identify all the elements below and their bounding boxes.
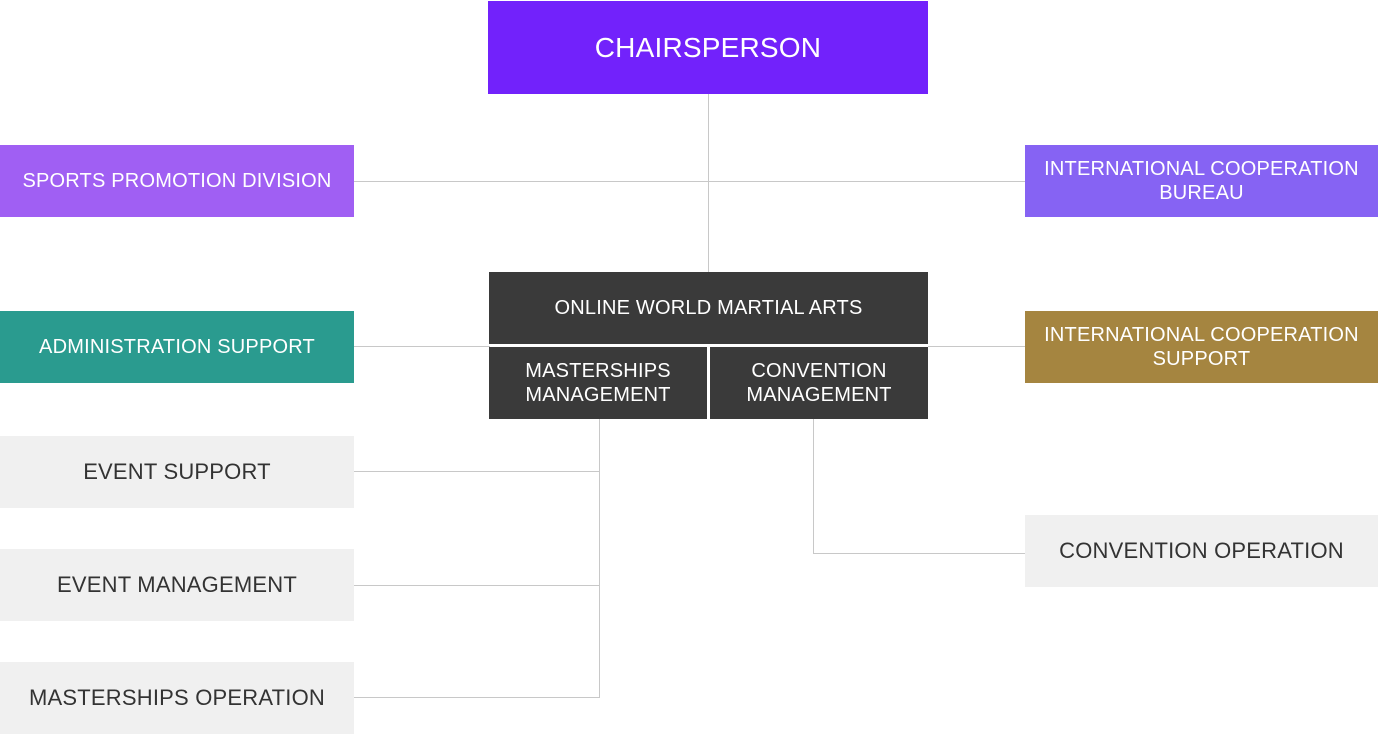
masterships-operation-label: MASTERSHIPS OPERATION — [29, 685, 325, 710]
chairperson-box: CHAIRSPERSON — [488, 1, 928, 94]
connector-event-management — [353, 585, 600, 586]
event-management-box: EVENT MANAGEMENT — [0, 549, 354, 621]
sports-promotion-division-box: SPORTS PROMOTION DIVISION — [0, 145, 354, 217]
international-cooperation-support-box: INTERNATIONAL COOPERATION SUPPORT — [1025, 311, 1378, 383]
connector-convention-trunk — [813, 418, 814, 554]
connector-support-right — [928, 346, 1026, 347]
chairperson-label: CHAIRSPERSON — [594, 31, 822, 63]
connector-masterships-trunk — [599, 418, 600, 698]
connector-admin-left — [353, 346, 490, 347]
connector-event-support — [353, 471, 600, 472]
convention-management-box: CONVENTION MANAGEMENT — [710, 347, 928, 419]
convention-management-label: CONVENTION MANAGEMENT — [746, 360, 892, 406]
connector-convention-operation — [813, 553, 1026, 554]
international-cooperation-bureau-label: INTERNATIONAL COOPERATION BUREAU — [1044, 158, 1359, 204]
event-support-label: EVENT SUPPORT — [83, 459, 271, 484]
masterships-management-label: MASTERSHIPS MANAGEMENT — [525, 360, 671, 406]
administration-support-box: ADMINISTRATION SUPPORT — [0, 311, 354, 383]
online-world-martial-arts-box: ONLINE WORLD MARTIAL ARTS — [489, 272, 928, 344]
sports-promotion-division-label: SPORTS PROMOTION DIVISION — [22, 169, 332, 192]
event-support-box: EVENT SUPPORT — [0, 436, 354, 508]
administration-support-label: ADMINISTRATION SUPPORT — [39, 335, 315, 358]
masterships-management-box: MASTERSHIPS MANAGEMENT — [489, 347, 707, 419]
international-cooperation-bureau-box: INTERNATIONAL COOPERATION BUREAU — [1025, 145, 1378, 217]
connector-division-bureau — [353, 181, 1026, 182]
online-world-martial-arts-label: ONLINE WORLD MARTIAL ARTS — [554, 297, 863, 319]
connector-chair-to-core — [708, 93, 709, 273]
connector-masterships-operation — [353, 697, 600, 698]
event-management-label: EVENT MANAGEMENT — [57, 572, 297, 597]
convention-operation-label: CONVENTION OPERATION — [1059, 538, 1344, 563]
masterships-operation-box: MASTERSHIPS OPERATION — [0, 662, 354, 734]
convention-operation-box: CONVENTION OPERATION — [1025, 515, 1378, 587]
international-cooperation-support-label: INTERNATIONAL COOPERATION SUPPORT — [1044, 324, 1359, 370]
